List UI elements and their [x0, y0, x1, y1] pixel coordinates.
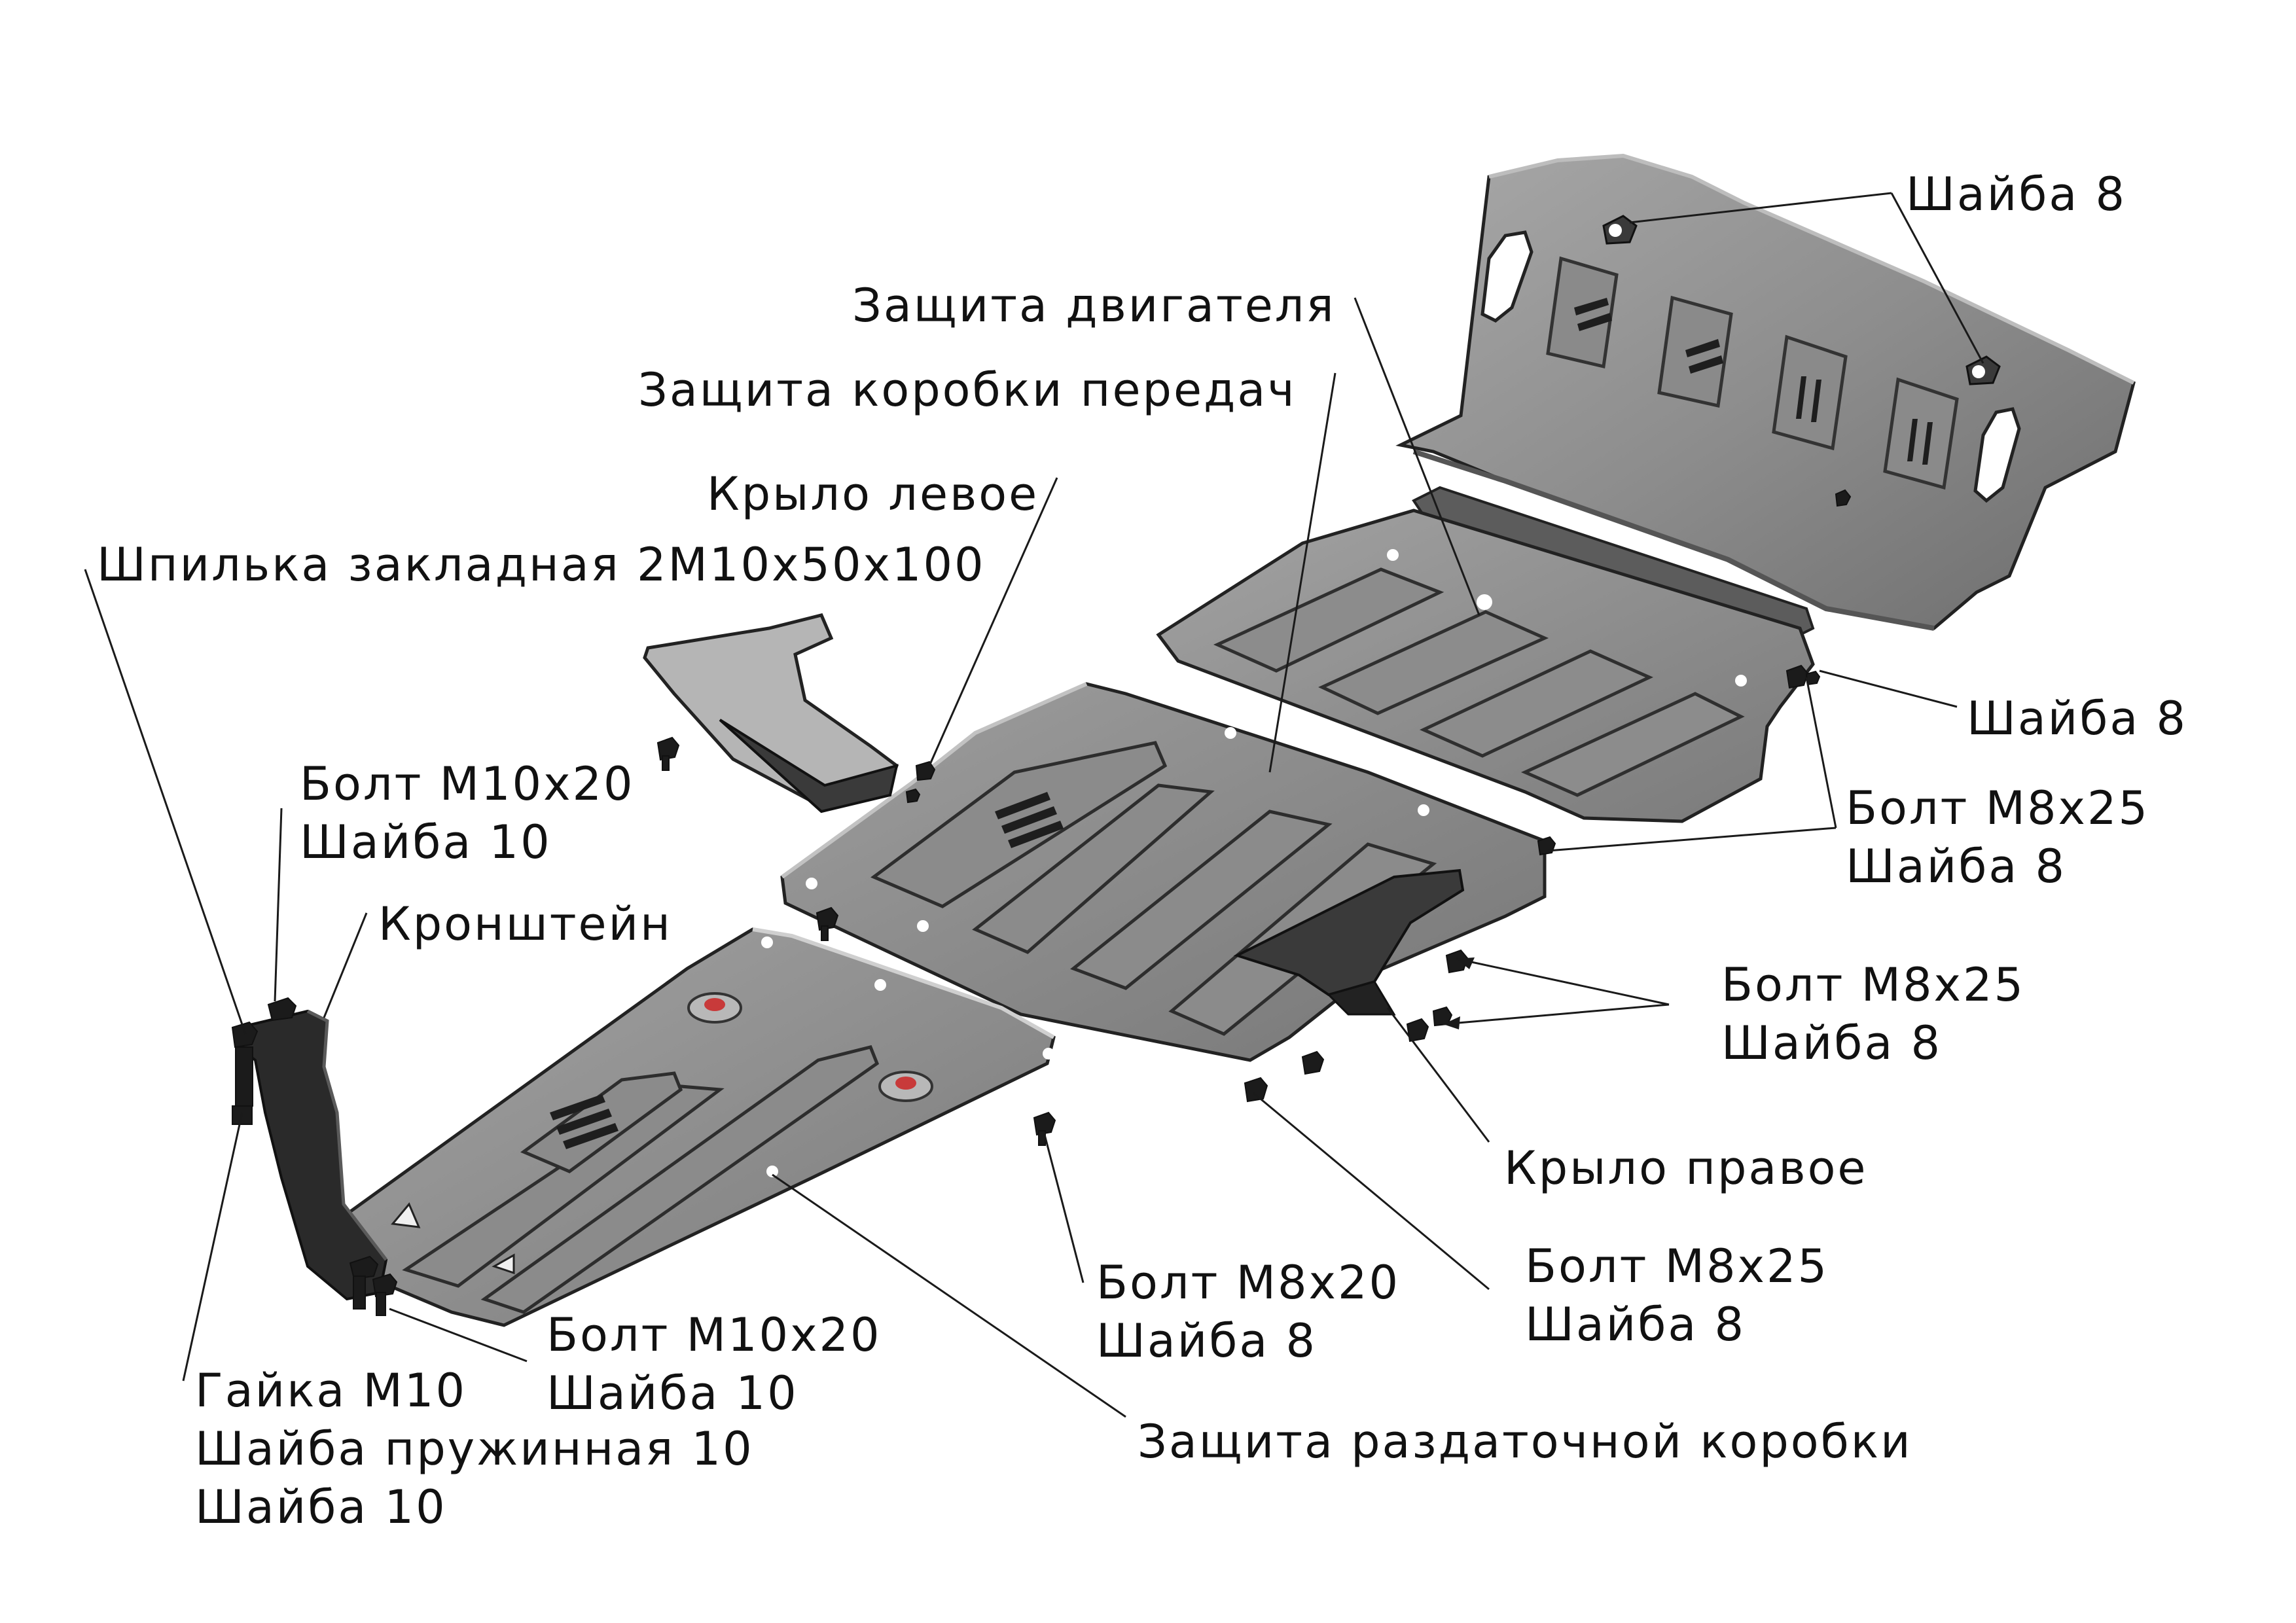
label-nut-group-line3: Шайба 10	[195, 1480, 447, 1534]
label-nut-group: Гайка М10 Шайба пружинная 10 Шайба 10	[195, 1368, 754, 1530]
fasteners	[231, 489, 1852, 1316]
label-bolt-m8x25-a: Болт М8х25 Шайба 8	[1846, 785, 2149, 889]
middle-guard-plate	[780, 682, 1547, 1062]
label-bolt-m10-upper-line1: Болт М10х20	[300, 757, 635, 811]
label-bolt-m10-upper: Болт М10х20 Шайба 10	[300, 761, 635, 865]
left-fender	[643, 613, 899, 813]
label-bolt-m10-upper-line2: Шайба 10	[300, 815, 552, 869]
leader-lines	[84, 192, 1984, 1418]
label-bolt-m8x25-c: Болт М8х25 Шайба 8	[1525, 1243, 1829, 1347]
label-gearbox-guard: Защита коробки передач	[638, 363, 1297, 417]
label-bolt-m8x20-line1: Болт М8х20	[1096, 1256, 1401, 1310]
label-bolt-m10-lower: Болт М10х20 Шайба 10	[547, 1312, 882, 1416]
label-bolt-m8x20: Болт М8х20 Шайба 8	[1096, 1260, 1400, 1364]
label-bolt-m8x25-c-line2: Шайба 8	[1525, 1298, 1746, 1351]
label-bracket: Кронштейн	[378, 897, 672, 951]
label-right-fender: Крыло правое	[1504, 1141, 1868, 1195]
label-nut-group-line2: Шайба пружинная 10	[195, 1422, 754, 1476]
label-engine-guard: Защита двигателя	[852, 279, 1336, 332]
label-bolt-m10-lower-line2: Шайба 10	[547, 1366, 798, 1420]
label-washer8-top: Шайба 8	[1906, 168, 2127, 221]
label-bolt-m8x20-line2: Шайба 8	[1096, 1314, 1318, 1368]
label-bolt-m8x25-a-line1: Болт М8х25	[1846, 781, 2150, 835]
arrowheads	[1443, 957, 1475, 1029]
label-nut-group-line1: Гайка М10	[195, 1364, 467, 1418]
label-washer8-right: Шайба 8	[1967, 692, 2188, 745]
bracket	[238, 1009, 388, 1301]
label-bolt-m8x25-a-line2: Шайба 8	[1846, 840, 2067, 893]
transfer-case-guard	[345, 927, 1056, 1327]
label-stud: Шпилька закладная 2М10х50х100	[97, 538, 986, 592]
label-transfer-case-guard: Защита раздаточной коробки	[1138, 1415, 1912, 1469]
label-bolt-m8x25-c-line1: Болт М8х25	[1525, 1240, 1829, 1293]
gearbox-guard-plate	[1156, 508, 1815, 823]
label-bolt-m8x25-b-line1: Болт М8х25	[1721, 958, 2026, 1012]
label-bolt-m10-lower-line1: Болт М10х20	[547, 1308, 882, 1362]
label-bolt-m8x25-b: Болт М8х25 Шайба 8	[1721, 962, 2025, 1066]
label-bolt-m8x25-b-line2: Шайба 8	[1721, 1016, 1943, 1070]
label-left-fender: Крыло левое	[707, 467, 1039, 521]
